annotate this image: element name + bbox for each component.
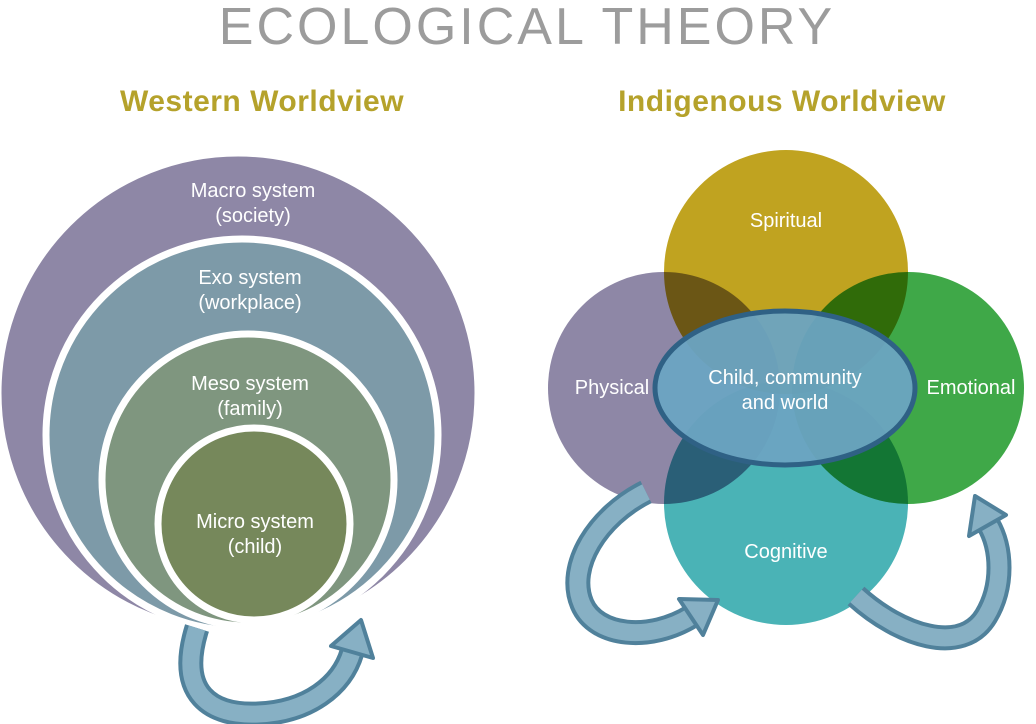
exo-system-label-line1: Exo system — [198, 267, 301, 289]
western-heading: Western Worldview — [120, 85, 404, 118]
western-nested-circles: Macro system (society) Exo system (workp… — [0, 149, 482, 637]
cognitive-label: Cognitive — [744, 541, 827, 563]
indigenous-right-cycle-arrow — [847, 494, 1012, 651]
indigenous-heading: Indigenous Worldview — [618, 85, 946, 118]
indigenous-right-arrow-body — [850, 519, 1008, 647]
exo-system-label-line2: (workplace) — [198, 292, 301, 314]
indigenous-labels: Spiritual Physical Emotional Cognitive C… — [575, 210, 1016, 563]
indigenous-left-cycle-arrow — [565, 480, 720, 646]
western-cycle-arrowhead-icon — [329, 618, 375, 660]
spiritual-label: Spiritual — [750, 210, 822, 232]
center-ellipse — [655, 311, 915, 465]
indigenous-right-arrowhead-icon — [967, 494, 1008, 538]
meso-system-label-line2: (family) — [217, 398, 283, 420]
micro-system-label-line2: (child) — [228, 536, 282, 558]
center-ellipse-border — [652, 308, 918, 468]
emotional-label: Emotional — [927, 377, 1016, 399]
page-title: ECOLOGICAL THEORY — [219, 0, 835, 56]
macro-system-label-line1: Macro system — [191, 180, 315, 202]
center-label-line2: and world — [742, 392, 829, 414]
physical-label: Physical — [575, 377, 649, 399]
micro-system-label-line1: Micro system — [196, 511, 314, 533]
meso-system-label-line1: Meso system — [191, 373, 309, 395]
indigenous-left-arrow-body — [569, 484, 697, 642]
western-cycle-arrow-body — [182, 625, 361, 723]
micro-system-circle — [154, 424, 354, 624]
indigenous-left-arrowhead-icon — [677, 597, 720, 637]
western-cycle-arrow — [178, 618, 375, 724]
macro-system-label-line2: (society) — [215, 205, 291, 227]
center-label-line1: Child, community — [708, 367, 861, 389]
